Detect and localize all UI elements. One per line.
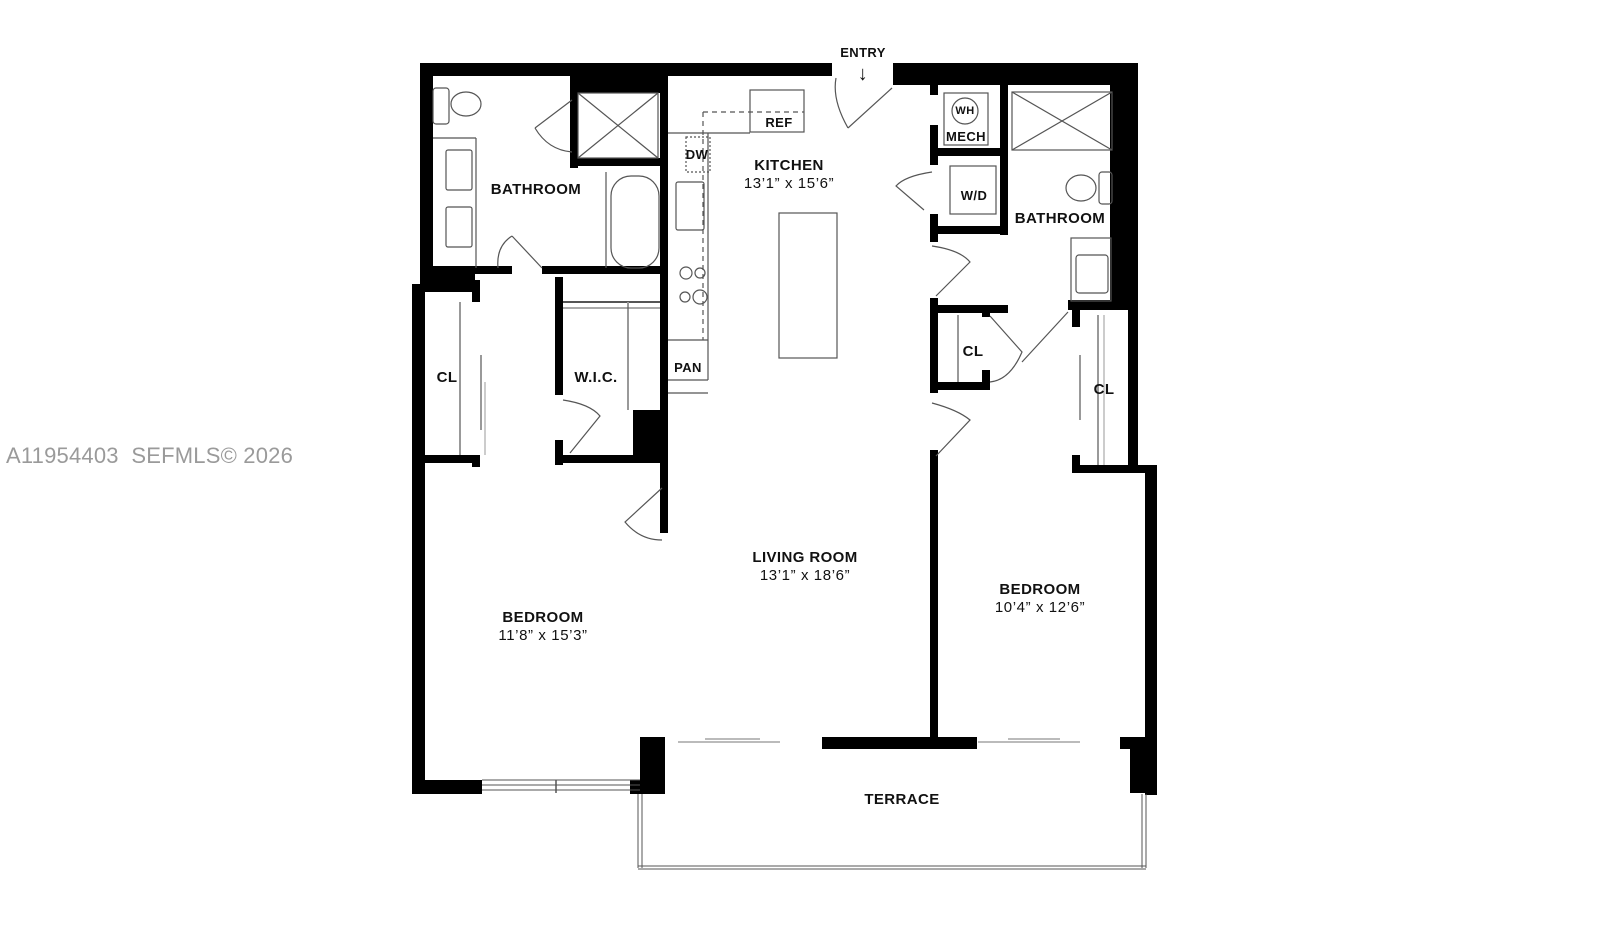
right-bathroom-fixtures	[895, 91, 1113, 465]
left-doors	[562, 399, 663, 541]
fixture-pan: PAN	[674, 360, 702, 375]
room-wic: W.I.C.	[574, 369, 618, 386]
room-bathroom-left: BATHROOM	[490, 181, 582, 198]
fixture-wd: W/D	[960, 188, 988, 203]
room-terrace: TERRACE	[864, 791, 940, 808]
room-closet-right-large: CL	[1093, 381, 1115, 398]
arrow-down-icon: ↓	[857, 63, 869, 85]
room-kitchen: KITCHEN 13’1” x 15’6”	[743, 157, 835, 192]
left-bathroom-fixtures	[432, 87, 660, 269]
room-closet-left: CL	[436, 369, 458, 386]
room-bedroom-left: BEDROOM 11’8” x 15’3”	[498, 609, 588, 644]
room-bedroom-right: BEDROOM 10’4” x 12’6”	[994, 581, 1086, 616]
room-closet-right-small: CL	[962, 343, 984, 360]
sliding-doors	[678, 738, 1080, 743]
room-bathroom-right: BATHROOM	[1014, 210, 1106, 227]
kitchen-fixtures	[668, 77, 893, 394]
entry-label: ENTRY	[840, 45, 886, 60]
window-bedroom-left	[482, 779, 640, 793]
fixture-dw: DW	[685, 147, 709, 162]
fixture-wh: WH	[955, 105, 975, 117]
watermark: A11954403 SEFMLS© 2026	[6, 443, 294, 468]
room-living: LIVING ROOM 13’1” x 18’6”	[752, 549, 858, 584]
left-closet-fixtures	[459, 301, 660, 455]
terrace-railing	[637, 794, 1147, 870]
fixture-ref: REF	[765, 115, 793, 130]
fixture-mech: MECH	[946, 129, 986, 144]
walls	[412, 63, 1157, 795]
